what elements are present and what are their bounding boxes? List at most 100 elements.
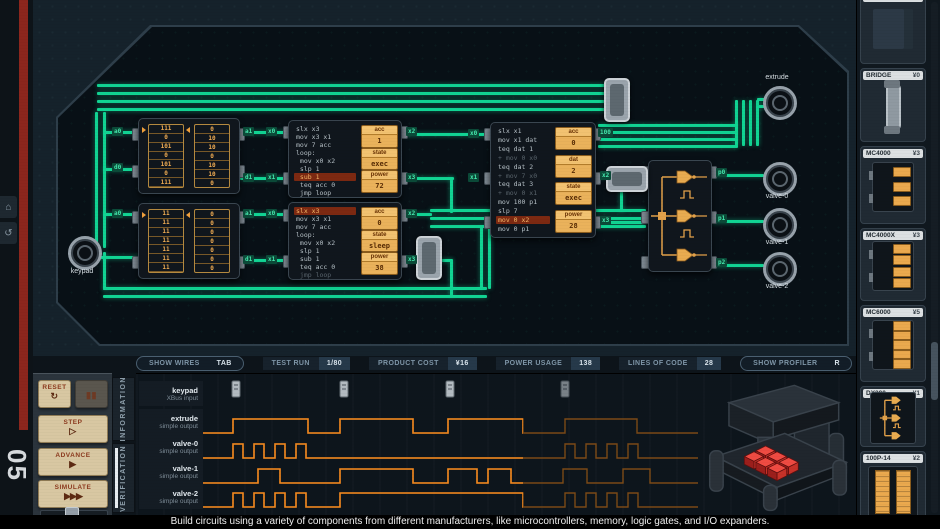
pin-tag-d1: d1 bbox=[243, 255, 255, 264]
part-mc4000[interactable]: MC4000 ¥3 bbox=[860, 146, 926, 224]
advance-button[interactable]: ADVANCE ▶ bbox=[38, 448, 108, 476]
code-line: teq acc 0 bbox=[296, 263, 336, 271]
part-price: ¥0 bbox=[912, 72, 920, 79]
code-line: mov 7 acc bbox=[296, 141, 332, 149]
undo-button[interactable]: ↺ bbox=[0, 222, 17, 244]
dx300-chip[interactable] bbox=[648, 160, 712, 272]
tab-information[interactable]: INFORMATION bbox=[112, 376, 135, 442]
reset-button[interactable]: RESET ↻ bbox=[38, 380, 71, 408]
caption-text: Build circuits using a variety of compon… bbox=[0, 515, 940, 529]
part-bridge[interactable]: BRIDGE¥0 bbox=[860, 68, 926, 142]
memory-cursor-left bbox=[142, 212, 149, 218]
simulate-button[interactable]: SIMULATE ▶▶▶ bbox=[38, 480, 108, 508]
extrude-connector[interactable] bbox=[763, 86, 797, 120]
xbus-packet-marker[interactable] bbox=[231, 380, 241, 398]
code-line: jmp loop bbox=[296, 189, 332, 197]
keypad-connector[interactable] bbox=[68, 236, 102, 270]
valve0-label: valve-0 bbox=[765, 193, 789, 200]
code-line: + mov 0 x1 bbox=[498, 189, 538, 198]
wire bbox=[598, 145, 738, 148]
part-price: ¥3 bbox=[912, 150, 920, 157]
simulate-icon: ▶▶▶ bbox=[64, 491, 83, 501]
wire-bridge[interactable] bbox=[416, 236, 442, 280]
valve1-connector[interactable] bbox=[763, 208, 797, 242]
code-line: mov 0 p1 bbox=[498, 224, 530, 233]
code-line: mov x0 x2 bbox=[296, 239, 336, 247]
waveform-trace bbox=[202, 492, 698, 508]
part-note[interactable]: NOTE¥0 bbox=[860, 0, 926, 64]
extrude-label: extrude bbox=[765, 74, 789, 81]
valve2-connector[interactable] bbox=[763, 252, 797, 286]
code-line: teq dat 3 bbox=[498, 180, 534, 189]
pin-tag-d1: d1 bbox=[243, 173, 255, 182]
code-line: slp 1 bbox=[296, 247, 320, 255]
memory-cell: 11 bbox=[149, 219, 183, 228]
part-name: MC4000 bbox=[866, 150, 891, 157]
memory-cell: 11 bbox=[149, 245, 183, 255]
sidebar-scrollbar[interactable] bbox=[931, 2, 938, 513]
note-icon bbox=[863, 2, 923, 55]
memory-cursor-left bbox=[142, 127, 149, 133]
xbus-packet-marker[interactable] bbox=[445, 380, 455, 398]
chip-icon bbox=[863, 240, 923, 292]
pin-tag-x2: x2 bbox=[406, 209, 418, 218]
valve0-connector[interactable] bbox=[763, 162, 797, 196]
wire-bridge[interactable] bbox=[606, 166, 648, 192]
advance-icon: ▶ bbox=[69, 459, 77, 469]
pin-tag-x2: x2 bbox=[600, 171, 612, 180]
code-line: slp 1 bbox=[296, 165, 320, 173]
memory-cell: 0 bbox=[195, 210, 229, 219]
memory-cell: 101 bbox=[149, 160, 183, 170]
pin-tag-p0: p0 bbox=[716, 168, 728, 177]
home-button[interactable]: ⌂ bbox=[0, 196, 17, 218]
code-line-active: slx x3 bbox=[294, 207, 356, 215]
xbus-packet-marker[interactable] bbox=[339, 380, 349, 398]
pause-icon: ▮▮ bbox=[86, 390, 97, 400]
sidebar-scrollbar-handle[interactable] bbox=[931, 342, 938, 400]
step-icon: ▷ bbox=[69, 426, 77, 436]
code-line: slp 7 bbox=[498, 206, 518, 215]
part-dx300[interactable]: DX300¥1 bbox=[860, 386, 926, 447]
pause-button[interactable]: ▮▮ bbox=[75, 380, 108, 408]
wire bbox=[598, 138, 738, 141]
memory-cell: 101 bbox=[149, 143, 183, 152]
code-line: + mov 0 x0 bbox=[498, 153, 538, 162]
pin-tag-a0: a0 bbox=[112, 209, 124, 218]
code-line-active: sub 1 bbox=[294, 173, 356, 181]
xbus-packet-marker[interactable] bbox=[560, 380, 570, 398]
background-decor-text: 05 bbox=[1, 449, 32, 482]
memory-cell: 0 bbox=[149, 134, 183, 143]
wire-bridge[interactable] bbox=[604, 78, 630, 122]
part-mc6000[interactable]: MC6000¥5 bbox=[860, 305, 926, 382]
step-button[interactable]: STEP ▷ bbox=[38, 415, 108, 443]
tab-verification[interactable]: VERIFICATION bbox=[112, 443, 135, 513]
waveform-chart bbox=[202, 380, 698, 508]
wire bbox=[95, 112, 98, 248]
reset-icon: ↻ bbox=[50, 391, 59, 401]
part-mc4000x[interactable]: MC4000X¥3 bbox=[860, 228, 926, 301]
waveform-trace bbox=[202, 468, 698, 484]
home-icon: ⌂ bbox=[5, 201, 12, 213]
